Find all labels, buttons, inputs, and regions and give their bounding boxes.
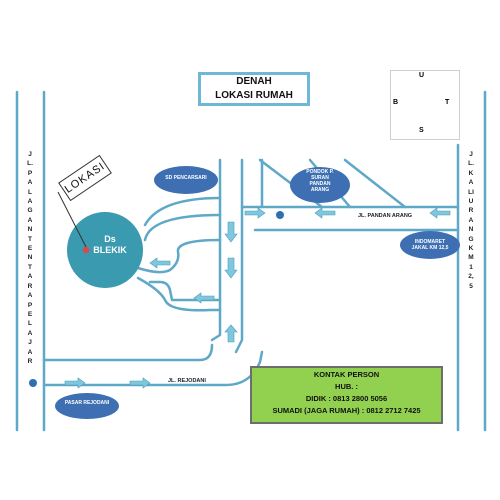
arrow-loop-blekik [149,257,171,269]
arrow-loop-left [193,292,215,304]
label-jl-kaliurang: JL. KALIURANG KM 12,5 [468,151,474,290]
compass-south: S [419,127,424,134]
label-jl-palagan: JL. PALAGAN TENTARA PELAJAR [27,151,33,365]
contact-sub: HUB. : [335,382,358,391]
arrow-pandan-left-2 [429,207,451,219]
road-pondok-right [343,158,407,209]
oval-pasar-rejodani [55,393,119,419]
location-pointer-line [57,191,87,248]
arrow-rejodani-2 [129,377,151,389]
label-jl-pandan-arang: JL. PANDAN ARANG [358,213,413,219]
road-loop-b [136,276,222,312]
location-name-line1: Ds [104,234,116,244]
compass-north: U [419,72,425,79]
contact-heading: KONTAK PERSON [313,370,380,379]
map-title-line1: DENAH [236,76,272,87]
junction-dot-rejodani [29,379,37,387]
compass-panel [390,70,460,140]
contact-line-sumadi: SUMADI (JAGA RUMAH) : 0812 2712 7425 [272,406,421,415]
location-circle-blekik [67,212,143,288]
arrow-rejodani-1 [64,377,86,389]
arrow-center-down-2 [224,257,238,279]
arrow-pandan-left-1 [314,207,336,219]
map-title-box: DENAH LOKASI RUMAH [198,72,310,106]
arrow-pandan-right [244,207,266,219]
road-center-right [234,158,244,354]
label-jl-rejodani: JL. REJODANI [168,378,206,384]
oval-sd-pencarsari [154,166,218,194]
oval-pondok [290,167,350,203]
junction-dot-pandan [276,211,284,219]
oval-indomaret [400,231,460,259]
location-name-line2: BLEKIK [93,245,127,255]
location-name: Ds BLEKIK [78,234,142,256]
road-blekik-upper [143,196,222,227]
label-sd-pencarsari: SD PENCARSARI [165,175,207,181]
contact-line-didik: DIDIK : 0813 2800 5056 [305,394,388,403]
label-pasar-rejodani: PASAR REJODANI [64,400,110,406]
map-title-line2: LOKASI RUMAH [215,90,293,101]
road-loop-c [148,280,222,302]
arrow-center-up [224,324,238,343]
road-blekik-upper-inner [143,213,222,242]
road-loop-a [136,238,222,274]
road-rejodani-top [42,343,214,362]
compass-west: B [393,99,399,106]
road-rejodani-bottom [42,350,264,387]
location-pin [82,246,90,254]
arrow-center-down-1 [224,221,238,243]
contact-panel: KONTAK PERSON HUB. : DIDIK : 0813 2800 5… [250,366,443,424]
road-center-left [210,158,222,342]
label-pondok: PONDOK P. SURAN PANDAN ARANG [306,169,334,193]
compass-east: T [445,99,450,106]
label-indomaret: INDOMARET JAKAL KM 12,5 [411,239,449,251]
